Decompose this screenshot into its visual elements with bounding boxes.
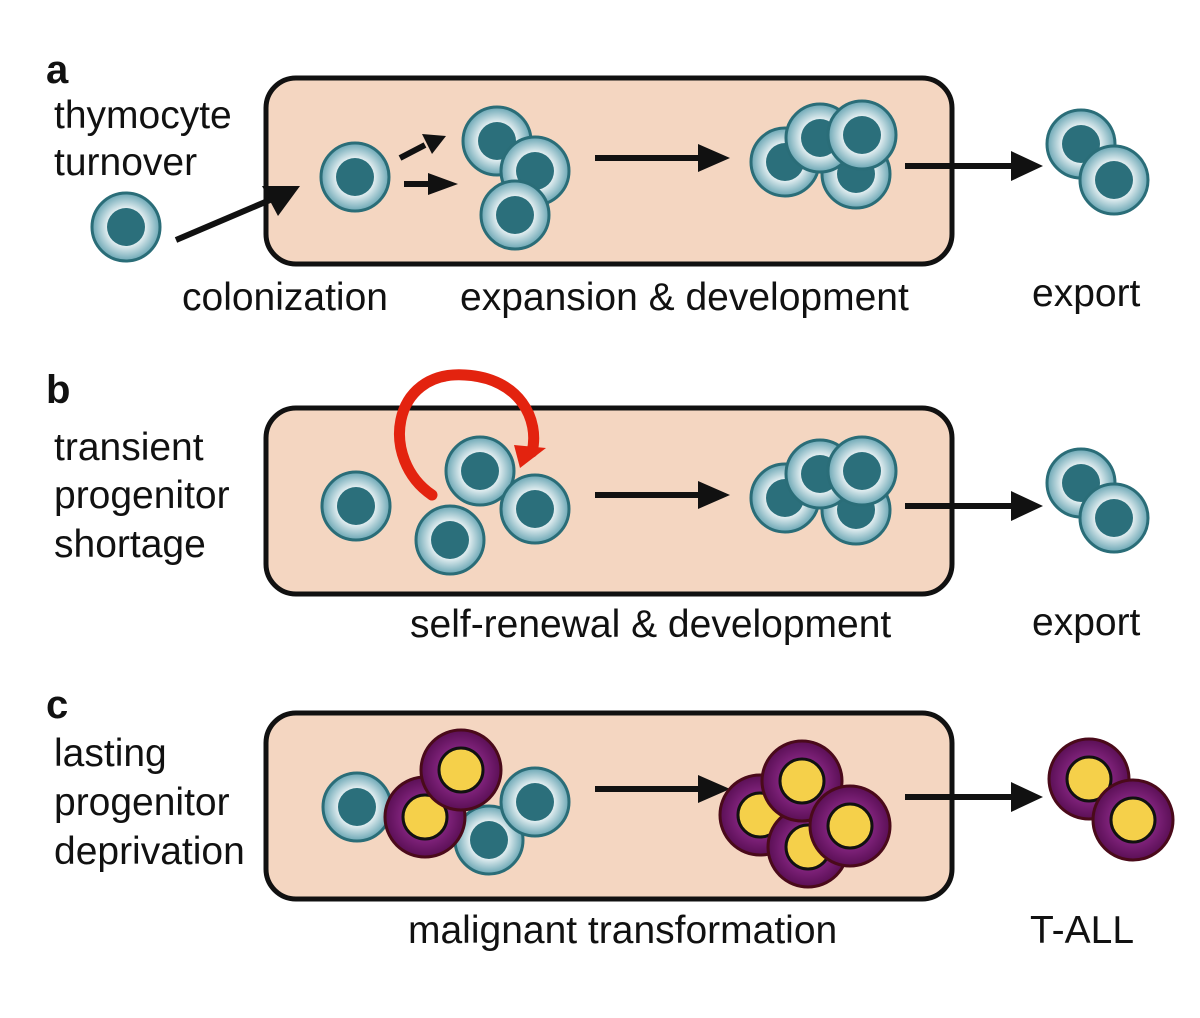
cell — [414, 504, 486, 576]
arrowhead — [422, 134, 446, 154]
step-label-middle: malignant transformation — [408, 909, 837, 952]
side-label-line: progenitor — [54, 474, 230, 517]
panel-a: a thymocyte turnover colonization expans… — [46, 48, 1150, 319]
step-label-exit: export — [1032, 272, 1141, 315]
arrowhead — [1011, 151, 1043, 181]
arrowhead — [428, 173, 458, 195]
malignant-cell — [808, 784, 892, 868]
side-label-line: shortage — [54, 523, 206, 566]
step-label-middle: self-renewal & development — [410, 603, 891, 646]
side-label-line: lasting — [54, 732, 167, 775]
panel-letter: b — [46, 368, 70, 412]
cell — [479, 179, 551, 251]
cell — [321, 771, 393, 843]
malignant-cell — [419, 728, 503, 812]
step-label-exit: T-ALL — [1030, 909, 1134, 952]
exported-cell — [1078, 482, 1150, 554]
arrowhead — [698, 481, 730, 509]
side-label-line: thymocyte — [54, 94, 232, 137]
step-label-colonization: colonization — [182, 276, 388, 319]
cell — [499, 766, 571, 838]
side-label-line: progenitor — [54, 781, 230, 824]
progenitor-cell — [90, 191, 162, 263]
arrowhead — [698, 144, 730, 172]
cell — [499, 473, 571, 545]
cell — [320, 470, 392, 542]
colonizing-cell — [319, 141, 391, 213]
cell — [826, 435, 898, 507]
self-renewal-arrowhead — [514, 445, 546, 468]
panel-letter: a — [46, 48, 69, 92]
leukemia-cell — [1091, 778, 1175, 862]
arrowhead — [1011, 782, 1043, 812]
panel-b: b transient progenitor shortage self-ren… — [46, 368, 1150, 646]
expansion-arrow-1 — [398, 142, 427, 161]
panel-c: c lasting progenitor deprivation maligna… — [46, 683, 1175, 952]
cell — [826, 99, 898, 171]
arrowhead — [262, 186, 300, 216]
thymus-box — [263, 75, 955, 267]
self-renewal-arrow — [394, 369, 540, 501]
step-label-exit: export — [1032, 601, 1141, 644]
exported-cell — [1078, 144, 1150, 216]
arrowhead — [1011, 491, 1043, 521]
arrowhead — [698, 775, 730, 803]
side-label-line: turnover — [54, 141, 197, 184]
colonization-arrow — [174, 197, 272, 243]
panel-letter: c — [46, 683, 68, 727]
step-label-middle: expansion & development — [460, 276, 909, 319]
side-label-line: deprivation — [54, 830, 245, 873]
side-label-line: transient — [54, 426, 204, 469]
